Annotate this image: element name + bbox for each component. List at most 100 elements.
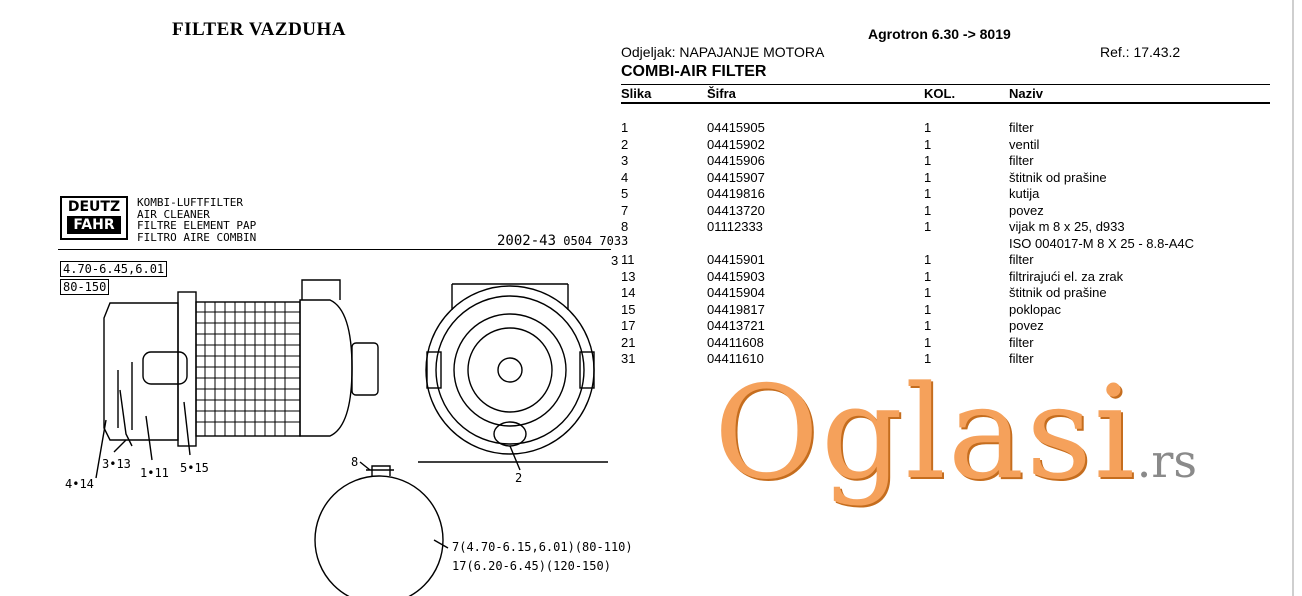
- table-row: ISO 004017-M 8 X 25 - 8.8-A4C: [621, 236, 1281, 253]
- cell-kol: 1: [924, 351, 932, 366]
- caption-line: AIR CLEANER: [137, 207, 210, 221]
- cell-naziv: štitnik od prašine: [1009, 285, 1107, 300]
- callout-5-15: 5•15: [180, 461, 209, 475]
- cell-slika: 2: [621, 136, 629, 152]
- air-filter-drawing: [95, 279, 608, 596]
- callout-8: 8: [351, 455, 359, 469]
- cell-sifra: 04415904: [707, 285, 765, 300]
- housing-rear: [103, 302, 179, 441]
- dust-valve: [142, 351, 188, 385]
- cell-naziv: filter: [1009, 334, 1034, 350]
- cell-sifra: 04415901: [707, 252, 765, 267]
- callout-2: 2: [515, 471, 523, 485]
- cell-naziv: povez: [1009, 202, 1044, 218]
- range-hp-box: 80-150: [60, 279, 110, 295]
- callout-4-14: 4•14: [65, 477, 94, 491]
- logo-line-1: DEUTZ: [67, 199, 121, 215]
- cell-slika: 21: [621, 334, 636, 350]
- drawing-rule: [58, 249, 611, 250]
- tractor-model: Agrotron 6.30 -> 8019: [868, 26, 1011, 42]
- reference-number: Ref.: 17.43.2: [1100, 44, 1181, 60]
- cell-sifra: 04413720: [707, 202, 765, 218]
- cell-kol: 1: [924, 318, 932, 333]
- drawing-code: 2002-43 0504 7033: [497, 233, 628, 249]
- cell-slika: 4: [621, 169, 629, 185]
- deutz-fahr-logo: DEUTZ FAHR: [60, 196, 128, 240]
- callout-17: 17(6.20-6.45)(120-150): [452, 559, 611, 573]
- cell-sifra: 04415906: [707, 153, 765, 168]
- cell-naziv: vijak m 8 x 25, d933: [1009, 219, 1125, 234]
- table-row: 15 04419817 1 poklopac: [621, 302, 1281, 319]
- front-view-outer: [425, 285, 595, 455]
- cell-naziv: poklopac: [1009, 301, 1062, 317]
- cell-naziv: filter: [1009, 120, 1034, 135]
- cell-sifra: 04415907: [707, 169, 765, 185]
- cell-kol: 1: [924, 334, 932, 350]
- cell-kol: 1: [924, 153, 932, 168]
- cell-naziv: kutija: [1009, 186, 1040, 201]
- oglasi-watermark: Oglasi.rs: [714, 370, 1197, 498]
- cell-kol: 1: [924, 301, 932, 317]
- drawing-year: 2002-43: [497, 233, 557, 249]
- cell-slika: 15: [621, 301, 636, 317]
- stray-digit: 3: [611, 253, 619, 268]
- range-models-box: 4.70-6.45,6.01: [60, 261, 168, 277]
- cell-kol: 1: [924, 202, 932, 218]
- cell-sifra: 04415902: [707, 136, 765, 152]
- drawing-caption: KOMBI-LUFTFILTER AIR CLEANER FILTRE ELEM…: [137, 197, 256, 243]
- table-row: 31 04411610 1 filter: [621, 351, 1281, 368]
- cell-slika: 14: [621, 285, 636, 300]
- header-kol: KOL.: [924, 86, 956, 101]
- cell-kol: 1: [924, 219, 932, 234]
- housing-cover: [299, 299, 353, 437]
- page-title: FILTER VAZDUHA: [172, 19, 347, 40]
- cell-slika: 11: [621, 252, 635, 267]
- clamp-band: [314, 475, 444, 596]
- cell-naziv: filter: [1009, 252, 1034, 267]
- outlet-pipe: [351, 342, 379, 396]
- cell-naziv: filtrirajući el. za zrak: [1009, 268, 1124, 284]
- table-header-rule: [621, 102, 1270, 104]
- caption-line: FILTRO AIRE COMBIN: [137, 230, 257, 244]
- cell-slika: 3: [621, 153, 629, 168]
- table-row: 3 04415906 1 filter: [621, 153, 1281, 170]
- cell-kol: 1: [924, 252, 932, 267]
- cell-sifra: 04411608: [707, 334, 764, 350]
- header-naziv: Naziv: [1009, 86, 1043, 101]
- cell-kol: 1: [924, 186, 932, 201]
- caption-line: KOMBI-LUFTFILTER: [137, 196, 243, 209]
- cell-naziv: štitnik od prašine: [1009, 169, 1107, 185]
- cell-kol: 1: [924, 285, 932, 300]
- logo-line-2: FAHR: [67, 216, 121, 234]
- cell-sifra: 04415905: [707, 120, 765, 135]
- filter-element: [195, 301, 301, 437]
- cell-slika: 5: [621, 186, 629, 201]
- callout-7: 7(4.70-6.15,6.01)(80-110): [452, 540, 633, 554]
- cell-naziv: povez: [1009, 318, 1044, 333]
- front-view-top: [451, 283, 569, 310]
- cell-naziv: filter: [1009, 153, 1034, 168]
- callout-1-11: 1•11: [140, 466, 169, 480]
- table-top-rule: [621, 84, 1270, 85]
- caption-line: FILTRE ELEMENT PAP: [137, 219, 257, 232]
- cell-kol: 1: [924, 136, 932, 152]
- section-label: Odjeljak: NAPAJANJE MOTORA: [621, 44, 825, 60]
- cell-sifra: 01112333: [707, 219, 763, 234]
- cell-sifra: 04419817: [707, 301, 765, 317]
- subsection-title: COMBI-AIR FILTER: [621, 63, 767, 80]
- cell-naziv: filter: [1009, 351, 1034, 366]
- cell-naziv: ISO 004017-M 8 X 25 - 8.8-A4C: [1009, 235, 1194, 251]
- callout-3-13: 3•13: [102, 457, 131, 471]
- cell-slika: 31: [621, 351, 636, 366]
- table-row: 14 04415904 1 štitnik od prašine: [621, 285, 1281, 302]
- cell-sifra: 04411610: [707, 351, 764, 366]
- cell-slika: 17: [621, 318, 636, 333]
- header-slika: Slika: [621, 86, 652, 101]
